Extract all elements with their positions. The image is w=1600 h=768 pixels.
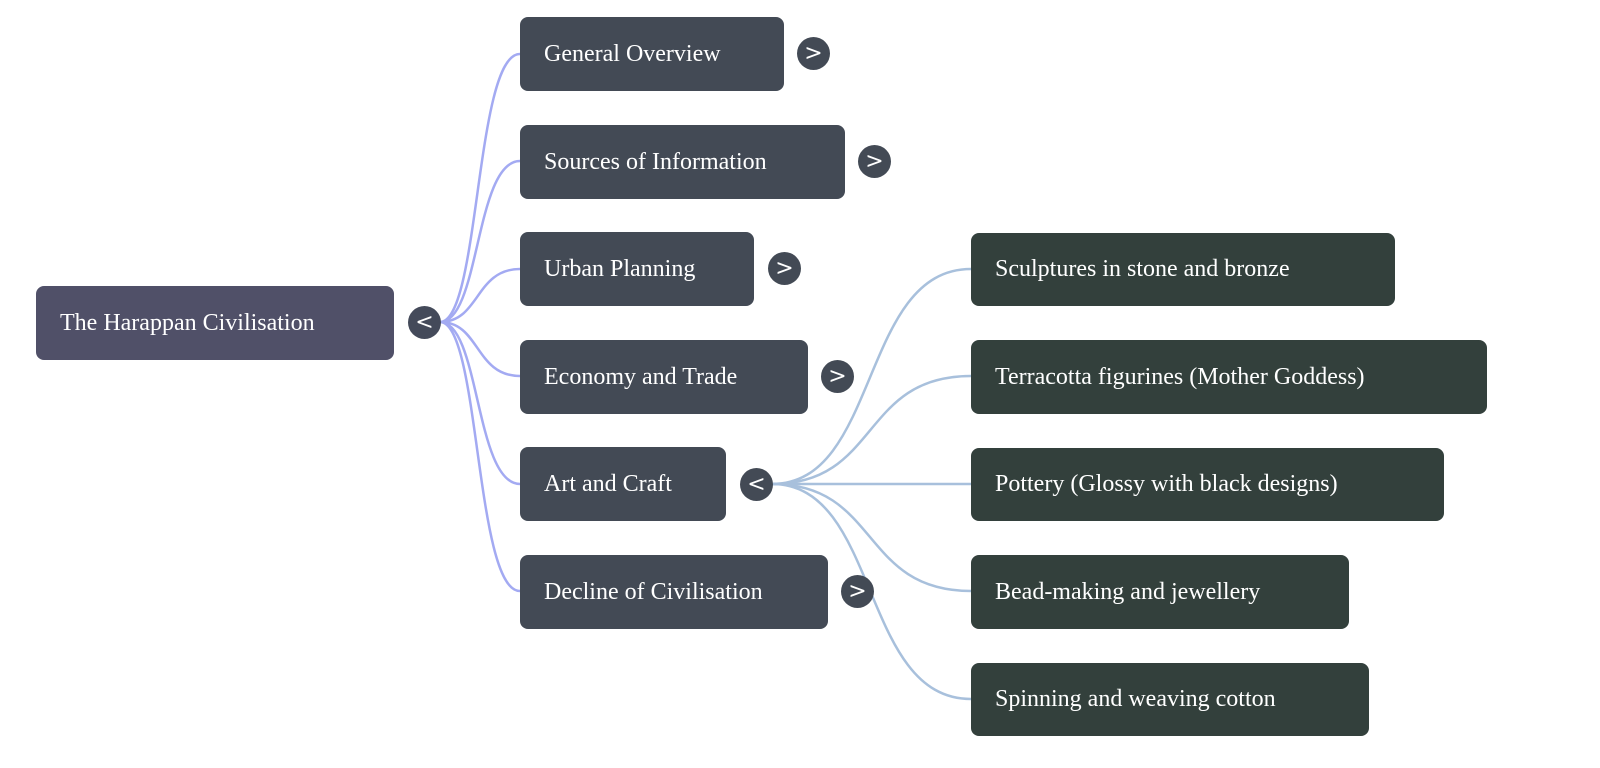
edge-art-terracotta: [771, 374, 972, 486]
edge-root-general-overview: [439, 52, 521, 324]
expand-toggle-urban-planning[interactable]: >: [768, 252, 801, 285]
topic-node-general-overview[interactable]: General Overview: [520, 17, 784, 91]
edge-root-art-craft: [439, 320, 521, 486]
topic-node-urban-planning[interactable]: Urban Planning: [520, 232, 754, 306]
expand-toggle-economy-trade[interactable]: >: [821, 360, 854, 393]
expand-toggle-sources[interactable]: >: [858, 145, 891, 178]
topic-node-economy-trade[interactable]: Economy and Trade: [520, 340, 808, 414]
topic-node-decline[interactable]: Decline of Civilisation: [520, 555, 828, 629]
edge-root-decline: [439, 320, 521, 593]
edge-art-bead: [771, 482, 972, 593]
expand-toggle-decline[interactable]: >: [841, 575, 874, 608]
topic-label: Sources of Information: [544, 148, 767, 175]
topic-label: Decline of Civilisation: [544, 578, 763, 605]
topic-label: General Overview: [544, 40, 721, 67]
edge-root-sources: [439, 159, 521, 324]
subtopic-label: Terracotta figurines (Mother Goddess): [995, 363, 1365, 390]
subtopic-node-pottery[interactable]: Pottery (Glossy with black designs): [971, 448, 1444, 521]
subtopic-label: Sculptures in stone and bronze: [995, 256, 1290, 282]
topic-label: Economy and Trade: [544, 363, 738, 390]
edge-root-economy: [439, 320, 521, 378]
edge-root-urban-planning: [439, 267, 521, 324]
topic-label: Art and Craft: [544, 470, 672, 497]
collapse-toggle-art-craft[interactable]: <: [740, 468, 773, 501]
expand-toggle-general-overview[interactable]: >: [797, 37, 830, 70]
root-node[interactable]: The Harappan Civilisation: [36, 286, 394, 360]
subtopic-node-sculptures[interactable]: Sculptures in stone and bronze: [971, 233, 1395, 306]
subtopic-node-bead-making[interactable]: Bead-making and jewellery: [971, 555, 1349, 629]
subtopic-node-spinning[interactable]: Spinning and weaving cotton: [971, 663, 1369, 736]
subtopic-node-terracotta[interactable]: Terracotta figurines (Mother Goddess): [971, 340, 1487, 414]
topic-node-sources[interactable]: Sources of Information: [520, 125, 845, 199]
collapse-toggle-root[interactable]: <: [408, 306, 441, 339]
edge-art-sculptures: [771, 267, 972, 486]
subtopic-label: Pottery (Glossy with black designs): [995, 471, 1338, 497]
subtopic-label: Spinning and weaving cotton: [995, 686, 1276, 712]
topic-label: Urban Planning: [544, 255, 696, 282]
topic-node-art-craft[interactable]: Art and Craft: [520, 447, 726, 521]
subtopic-label: Bead-making and jewellery: [995, 578, 1261, 605]
root-label: The Harappan Civilisation: [60, 309, 315, 336]
